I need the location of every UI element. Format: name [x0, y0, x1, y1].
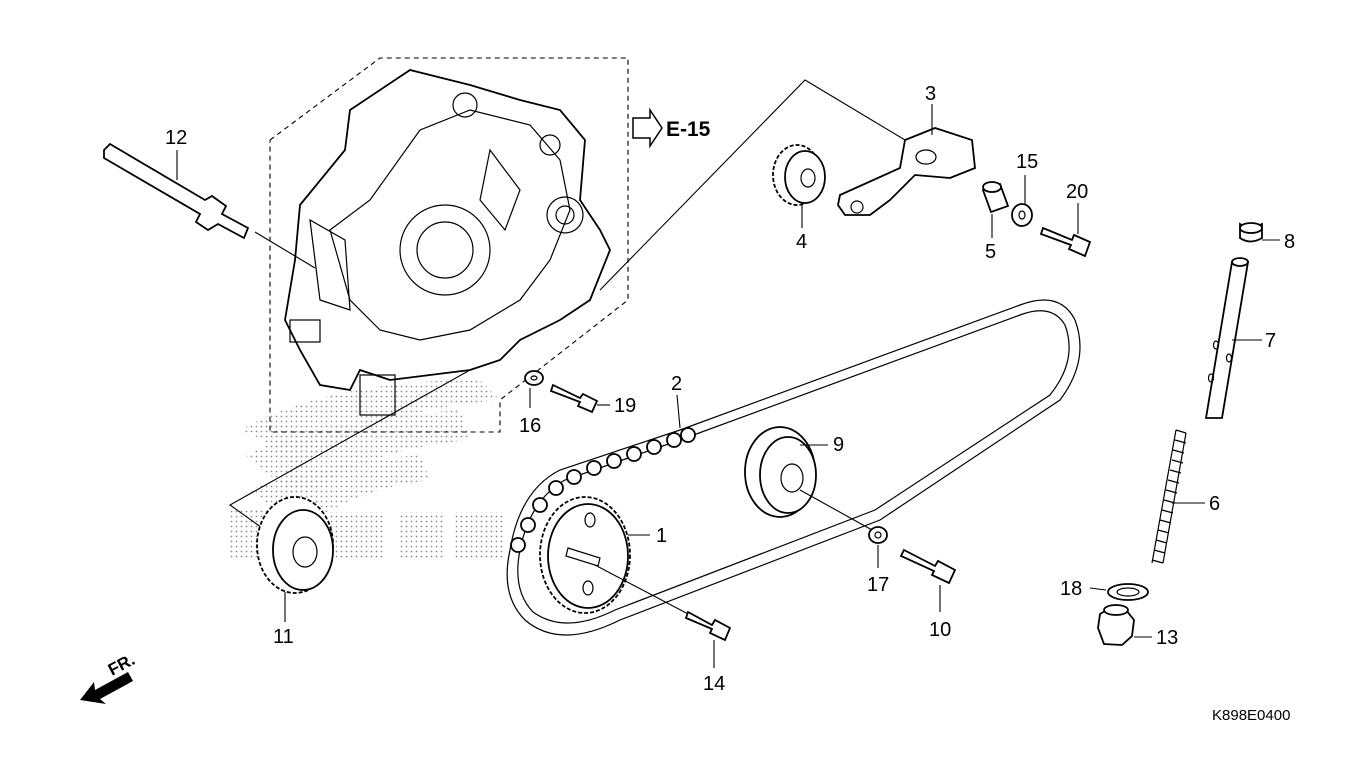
callout-labels: 1 2 3 4 5 6 7 8 9 10 11 12 13 14 15 16 1… — [165, 83, 1295, 695]
plug-13 — [1097, 604, 1152, 646]
roller-4 — [772, 144, 826, 228]
cam-chain-links — [510, 427, 696, 553]
tube-7 — [1204, 257, 1262, 419]
callout-16: 16 — [519, 415, 541, 437]
reference-arrow-label: E-15 — [666, 118, 711, 141]
bracket-3 — [837, 104, 976, 216]
callout-5: 5 — [985, 241, 996, 263]
washer-15 — [1011, 175, 1033, 227]
reference-arrow: E-15 — [632, 107, 711, 149]
bolt-10 — [899, 548, 957, 612]
collar-5 — [981, 181, 1010, 238]
callout-19: 19 — [614, 395, 636, 417]
callout-15: 15 — [1016, 151, 1038, 173]
cam-sprocket-1 — [539, 496, 691, 616]
callout-18: 18 — [1060, 578, 1082, 600]
callout-13: 13 — [1156, 627, 1178, 649]
callout-2: 2 — [671, 373, 682, 395]
spring-6 — [1151, 429, 1205, 564]
callout-9: 9 — [833, 434, 844, 456]
callout-4: 4 — [796, 231, 807, 253]
callout-6: 6 — [1209, 493, 1220, 515]
bolt-12 — [103, 142, 316, 269]
washer-18 — [1089, 583, 1149, 601]
front-arrow: FR. — [80, 650, 138, 704]
callout-14: 14 — [703, 673, 725, 695]
callout-1: 1 — [656, 525, 667, 547]
callout-12: 12 — [165, 127, 187, 149]
cap-8 — [1239, 222, 1280, 243]
bolt-20 — [1039, 203, 1092, 258]
callout-8: 8 — [1284, 231, 1295, 253]
diagram-code: K898E0400 — [1212, 707, 1290, 724]
callout-11: 11 — [273, 626, 294, 648]
crankcase — [284, 69, 611, 416]
callout-10: 10 — [929, 619, 951, 641]
leader-crankcase-3 — [599, 79, 906, 291]
washer-16 — [524, 370, 544, 408]
bolt-14 — [684, 610, 732, 668]
callout-3: 3 — [925, 83, 936, 105]
bolt-19 — [549, 383, 610, 414]
sprocket-11 — [256, 496, 334, 622]
tensioner-roller-9 — [744, 426, 873, 531]
cam-chain — [506, 299, 1081, 636]
washer-17 — [868, 526, 888, 568]
front-arrow-label: FR. — [105, 650, 138, 680]
callout-20: 20 — [1066, 181, 1088, 203]
callout-17: 17 — [867, 574, 889, 596]
callout-7: 7 — [1265, 330, 1276, 352]
